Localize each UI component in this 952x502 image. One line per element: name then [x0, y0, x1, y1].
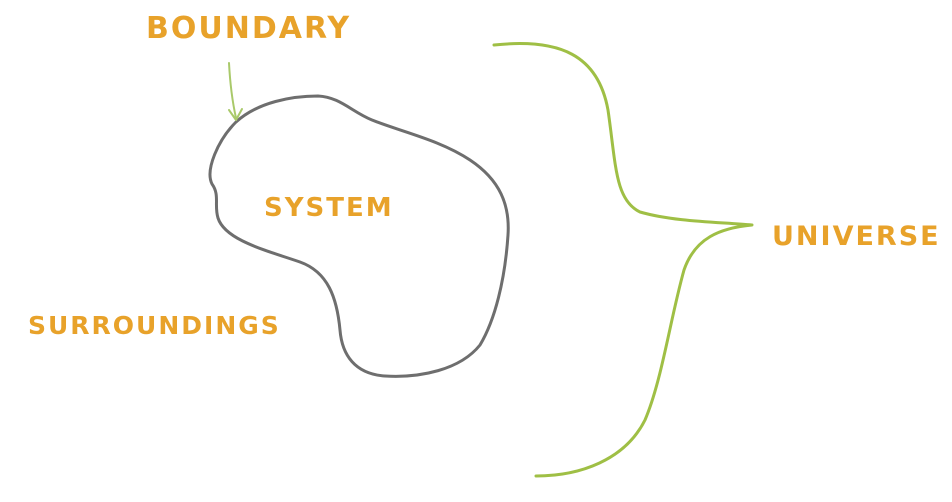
surroundings-label: SURROUNDINGS	[28, 311, 281, 340]
universe-label: UNIVERSE	[772, 221, 941, 252]
boundary-arrow	[228, 62, 237, 119]
boundary-arrowhead	[228, 108, 243, 121]
system-label: SYSTEM	[264, 193, 394, 223]
boundary-label: BOUNDARY	[146, 11, 351, 46]
system-boundary-outline	[208, 94, 510, 378]
universe-brace	[492, 42, 754, 478]
